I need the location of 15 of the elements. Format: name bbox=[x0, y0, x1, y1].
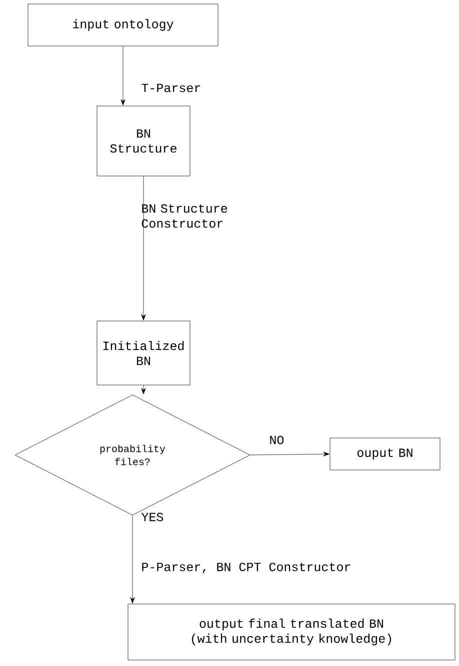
arrow bbox=[120, 46, 126, 106]
arrow bbox=[141, 385, 146, 394]
arrow bbox=[130, 515, 135, 604]
arrow bbox=[250, 452, 330, 456]
edge-label: BN Structure Constructor bbox=[142, 204, 228, 228]
process-box: BN Structure bbox=[96, 106, 190, 176]
edge-label: YES bbox=[141, 512, 164, 522]
edge-label: T-Parser bbox=[142, 84, 200, 92]
process-box: input ontology bbox=[28, 4, 218, 46]
arrow bbox=[141, 176, 146, 320]
edge-label: NO bbox=[270, 436, 284, 444]
note-text: P-Parser, BN CPT Constructor bbox=[142, 562, 350, 574]
process-box: Initialized BN bbox=[96, 320, 190, 386]
process-box: output final translated BN (with uncertainty knowledge) bbox=[128, 604, 456, 660]
process-box: ouput BN bbox=[330, 438, 440, 470]
